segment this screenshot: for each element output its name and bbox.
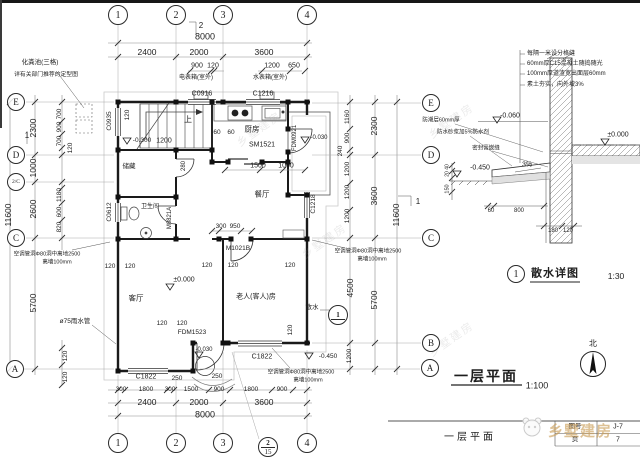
door-swings bbox=[157, 128, 313, 371]
title-block-field-value: J-7 bbox=[613, 423, 623, 431]
porch-inner bbox=[291, 115, 327, 192]
windows bbox=[115, 99, 310, 374]
north-label: 北 bbox=[589, 339, 597, 348]
title-block-field-label: 页 bbox=[571, 435, 579, 443]
title-block-field-value: 7 bbox=[616, 436, 620, 444]
meter-boxes bbox=[193, 91, 275, 100]
plan-title: 一层平面 bbox=[454, 368, 518, 384]
title-block-field-label: 图号 bbox=[568, 422, 582, 430]
image-top-border bbox=[0, 0, 640, 3]
porch bbox=[287, 111, 331, 196]
title-block-sheet-name: 一层平面 bbox=[444, 432, 496, 443]
image-left-border bbox=[0, 0, 2, 128]
extension-lines bbox=[24, 25, 421, 440]
entrance-steps bbox=[191, 356, 236, 392]
north-arrow bbox=[580, 351, 606, 377]
title-block-lines bbox=[388, 420, 640, 447]
detail-title: 散水详图 bbox=[531, 267, 579, 280]
detail-scale: 1:30 bbox=[607, 270, 625, 281]
apron-detail bbox=[450, 50, 640, 283]
interior-walls bbox=[118, 102, 308, 344]
columns bbox=[115, 99, 310, 374]
level-symbols bbox=[122, 116, 610, 360]
panda-logo-icon bbox=[522, 417, 542, 437]
septic-tank bbox=[75, 103, 93, 134]
plan-scale: 1:100 bbox=[525, 380, 549, 391]
apron-outline bbox=[103, 91, 339, 381]
leader-lines bbox=[26, 21, 412, 369]
sliding-door bbox=[228, 158, 264, 165]
exterior-walls bbox=[116, 100, 310, 373]
closet bbox=[282, 229, 305, 239]
stairs bbox=[136, 102, 213, 150]
dimension-ticks bbox=[6, 39, 578, 420]
kitchen-counter bbox=[213, 103, 287, 122]
watermark-brand: 乡墅建房 bbox=[548, 423, 613, 440]
bathroom-fixtures bbox=[120, 206, 152, 239]
